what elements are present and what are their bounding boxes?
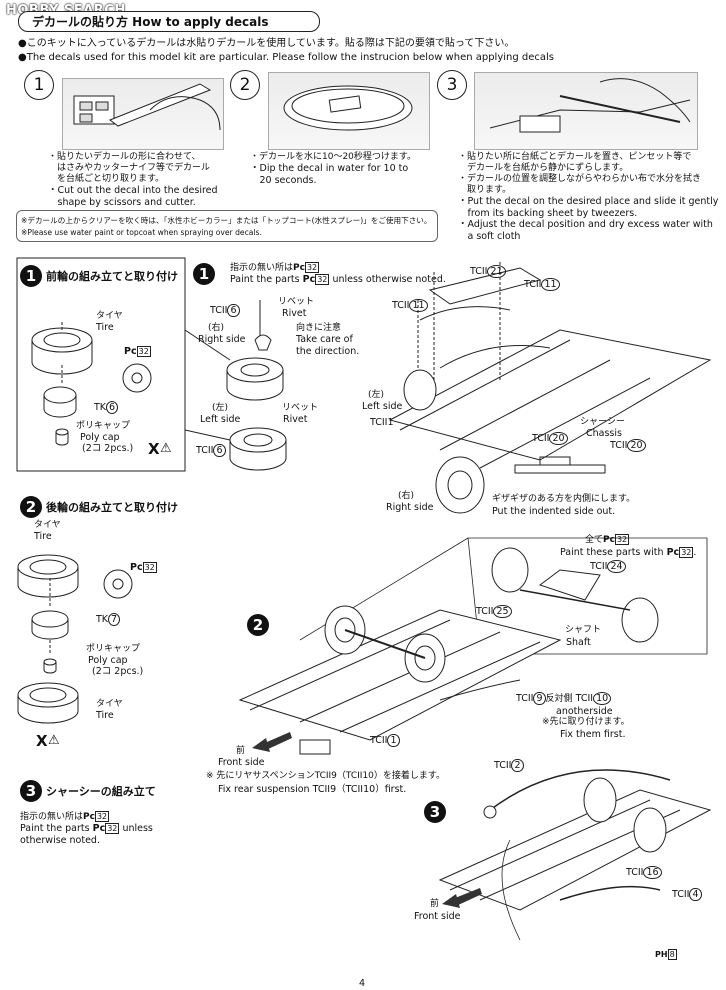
cement-mark-icon: X [148, 440, 160, 458]
tire-label-en: Tire [96, 322, 114, 333]
rivet-label-en: Rivet [283, 414, 308, 425]
left-side-label-en: Left side [362, 401, 403, 412]
part-tcii-1: TCII1 [370, 417, 394, 428]
section-1-title: 前輪の組み立てと取り付け [46, 270, 178, 283]
anotherside-label: anotherside [556, 706, 613, 717]
poly-cap-label-en: Poly cap [88, 655, 128, 666]
front-side-label-en: Front side [414, 911, 461, 922]
cement-mark-icon: X [36, 732, 48, 750]
decal-step-3-text: ・貼りたい所に台紙ごとデカールを置き、ピンセット等で デカールを台紙から静かにず… [458, 152, 719, 242]
shaft-label-en: Shaft [566, 637, 591, 648]
decal-step-1-text: ・貼りたいデカールの形に合わせて、 はさみやカッターナイフ等でデカール を台紙ご… [48, 152, 218, 208]
rivet-label-jp: リベット [282, 403, 319, 413]
decal-step-1-number: 1 [24, 70, 54, 100]
right-side-label-en: Right side [198, 334, 246, 345]
section-2-title: 後輪の組み立てと取り付け [46, 501, 178, 514]
decals-title: デカールの貼り方 How to apply decals [32, 15, 269, 29]
decals-note-jp: ※デカールの上からクリアーを吹く時は、「水性ホビーカラー」または「トップコート(… [21, 216, 432, 225]
warning-triangle-icon: ⚠ [48, 733, 60, 748]
tire-label-jp: タイヤ [34, 520, 61, 530]
warning-triangle-icon: ⚠ [160, 441, 172, 456]
poly-cap-qty: (2コ 2pcs.) [92, 666, 144, 677]
decals-intro-en: ●The decals used for this model kit are … [18, 52, 555, 63]
shaft-label-jp: シャフト [565, 625, 602, 635]
decals-intro-jp: ●このキットに入っているデカールは水貼りデカールを使用しています。貼る際は下記の… [18, 38, 515, 49]
chassis-label-en: Chassis [586, 428, 622, 439]
decals-note-en: ※Please use water paint or topcoat when … [21, 228, 262, 237]
section-1-number: 1 [20, 265, 42, 287]
step-3-number: 3 [424, 801, 446, 823]
tire-label-en: Tire [34, 531, 52, 542]
rear-suspension-note-jp: ※ 先にリヤサスペンションTCII9（TCII10）を接着します。 [206, 771, 445, 781]
left-side-label-en: Left side [200, 414, 241, 425]
right-side-label-en: Right side [386, 502, 434, 513]
rivet-label-en: Rivet [282, 308, 307, 319]
section-2-number: 2 [20, 496, 42, 518]
page-number: 4 [359, 978, 366, 989]
fix-first-jp: ※先に取り付けます。 [542, 717, 630, 727]
left-side-label-jp: (左) [212, 403, 229, 413]
front-side-label-jp: 前 [430, 899, 440, 909]
fix-first-en: Fix them first. [560, 729, 626, 740]
right-side-label-jp: (右) [398, 491, 415, 501]
bullet-icon: ● [18, 52, 27, 63]
decals-title-frame [18, 11, 320, 32]
chassis-label-jp: シャーシー [580, 417, 625, 427]
section-3-number: 3 [20, 780, 42, 802]
bullet-icon: ● [18, 38, 27, 49]
rear-suspension-note-en: Fix rear suspension TCII9（TCII10）first. [218, 784, 407, 795]
poly-cap-label-jp: ポリキャップ [86, 644, 141, 654]
poly-cap-label-jp: ポリキャップ [76, 421, 131, 431]
poly-cap-qty: (2コ 2pcs.) [82, 443, 134, 454]
decal-step-2-text: ・デカールを水に10～20秒程つけます。 ・Dip the decal in w… [250, 152, 417, 186]
step-2-number: 2 [247, 614, 269, 636]
right-side-label-jp: (右) [208, 323, 225, 333]
decal-step-3-number: 3 [437, 70, 467, 100]
indent-note-en: Put the indented side out. [492, 506, 616, 517]
step-1-number: 1 [193, 263, 215, 285]
tire-label-jp: タイヤ [96, 311, 123, 321]
front-side-label-en: Front side [218, 757, 265, 768]
decals-note-box [16, 210, 438, 242]
front-side-label-jp: 前 [236, 746, 246, 756]
section-3-title: シャーシーの組み立て [46, 785, 156, 798]
left-side-label-jp: (左) [368, 390, 385, 400]
tire-label-jp: タイヤ [96, 699, 123, 709]
rivet-label-jp: リベット [278, 297, 315, 307]
indent-note-jp: ギザギザのある方を内側にします。 [492, 494, 636, 504]
decal-step-3-image [474, 72, 698, 150]
decal-step-2-number: 2 [230, 70, 260, 100]
poly-cap-label-en: Poly cap [80, 432, 120, 443]
tire-label-en: Tire [96, 710, 114, 721]
direction-note: 向きに注意 Take care of the direction. [296, 323, 360, 357]
